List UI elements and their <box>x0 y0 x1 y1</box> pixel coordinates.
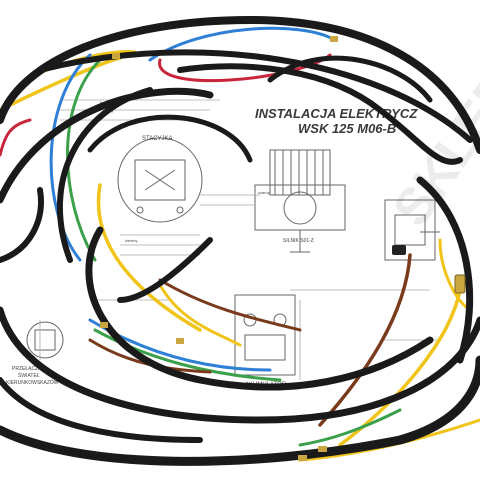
ignition-switch-diagram <box>117 137 203 223</box>
label-przelacznik-1: PRZEŁĄCZNIK <box>12 366 47 372</box>
cable-left-arc <box>0 87 214 204</box>
blue-wire-top <box>148 26 337 62</box>
label-silnik: SILNIK S01-Z <box>283 238 314 244</box>
cable-lower-arc <box>0 306 480 424</box>
engine-diagram <box>254 149 346 253</box>
cable-center-arc <box>87 114 253 163</box>
blue-wire-left <box>49 53 92 262</box>
cable-bottom-loop <box>0 355 480 466</box>
schematic-title-line2: WSK 125 M06-B <box>298 121 396 136</box>
label-wire-zielony: zielony <box>125 238 137 243</box>
green-wire-left <box>66 58 102 262</box>
cable-middle-loop <box>85 226 434 391</box>
cable-top-inner <box>37 49 473 143</box>
green-wire-bottom-right <box>298 408 402 447</box>
yellow-wire-mid2 <box>158 283 242 347</box>
brown-wire-mid <box>158 278 302 332</box>
brown-wire-right <box>318 253 412 427</box>
yellow-wire-mid <box>96 183 202 332</box>
cable-left-inner <box>57 87 153 263</box>
spade-terminal-mid <box>176 338 184 344</box>
cable-lower-left <box>0 377 203 443</box>
headlamp-diagram <box>384 199 440 261</box>
spade-terminal-bottom2 <box>318 446 327 452</box>
light-switch-diagram <box>26 321 64 359</box>
cable-upper-right <box>177 63 463 165</box>
terminals <box>100 36 466 461</box>
cable-right-inner <box>267 55 433 103</box>
label-przelacznik-2: ŚWIATEŁ <box>18 371 40 379</box>
cable-short-branch <box>117 237 213 303</box>
yellow-wire-right2 <box>438 238 472 312</box>
ring-terminal-right <box>454 274 466 294</box>
label-przelacznik-3: KIERUNKOWSKAZÓW <box>6 379 59 386</box>
black-cables <box>0 15 480 466</box>
label-stacyjka: STACYJKA <box>142 136 173 142</box>
connector-right <box>392 245 406 255</box>
cable-right-drop <box>416 176 474 364</box>
label-wire-czarny: czarny <box>258 190 270 195</box>
spade-terminal-bottom <box>298 455 307 461</box>
cable-left-edge <box>0 187 44 263</box>
red-wire-left <box>0 118 32 157</box>
spade-terminal-top-right <box>330 36 338 42</box>
spade-terminal-top <box>112 53 120 59</box>
spade-terminal-left <box>100 322 108 328</box>
